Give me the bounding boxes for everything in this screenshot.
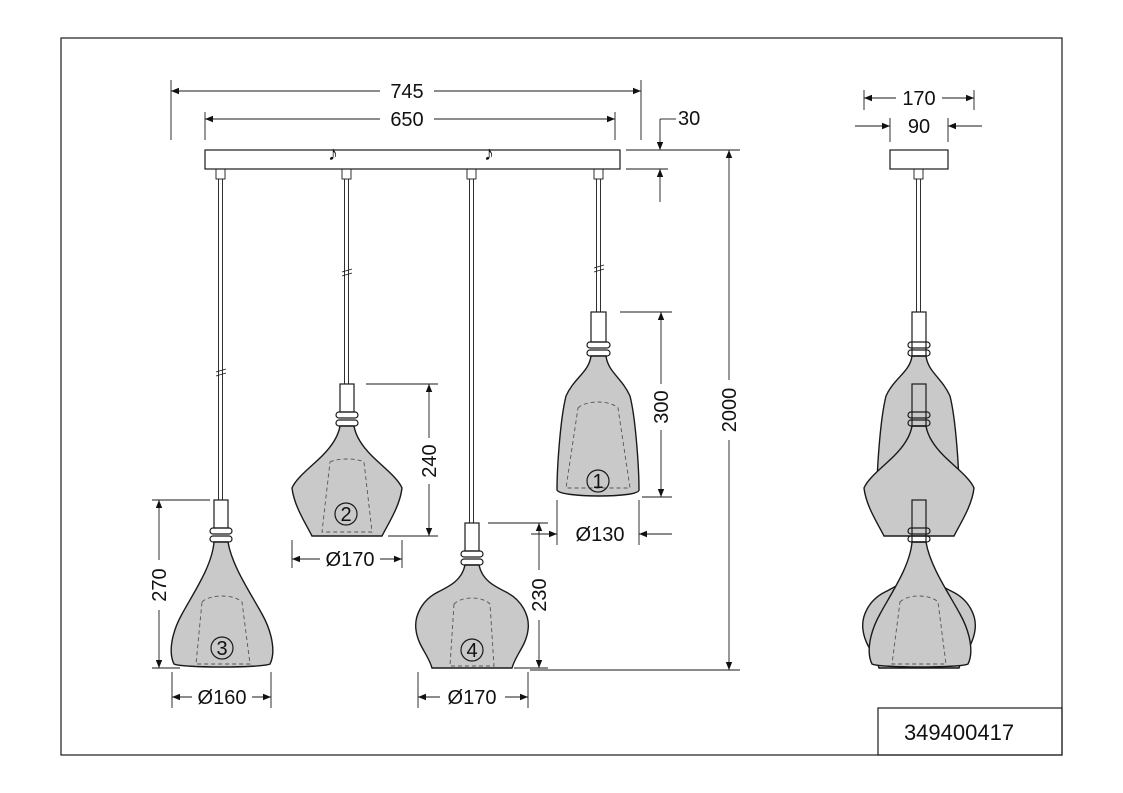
drawing-frame (60, 37, 1063, 756)
shade-4 (415, 522, 529, 669)
article-number: 349400417 (904, 720, 1014, 745)
side-view (855, 90, 982, 669)
dim-total-height: 2000 (719, 388, 741, 433)
dim-rod-width: 650 (390, 109, 423, 131)
dim-shade2-diameter: Ø170 (326, 549, 375, 571)
marker-shade-3: 3 (216, 638, 227, 660)
dim-total-width: 745 (390, 81, 423, 103)
svg-text:♪: ♪ (484, 143, 494, 165)
marker-shade-1: 1 (592, 471, 603, 493)
front-view: ♪ ♪ (152, 80, 740, 708)
dim-shade1-diameter: Ø130 (576, 524, 625, 546)
dim-side-canopy: 90 (908, 116, 930, 138)
suspension-clips (215, 168, 604, 180)
ceiling-rod (204, 149, 621, 170)
shade-2 (291, 383, 403, 537)
dim-shade4-height: 230 (529, 578, 551, 611)
shade-3 (170, 499, 274, 668)
dim-shade4-diameter: Ø170 (448, 687, 497, 709)
cables (215, 179, 605, 523)
side-canopy (889, 149, 949, 170)
dim-rod-height: 30 (678, 108, 700, 130)
dim-shade1-height: 300 (651, 390, 673, 423)
dim-side-width: 170 (902, 88, 935, 110)
marker-shade-2: 2 (340, 504, 351, 526)
dim-shade2-height: 240 (419, 444, 441, 477)
dim-shade3-diameter: Ø160 (198, 687, 247, 709)
shade-1 (556, 311, 640, 497)
marker-shade-4: 4 (466, 640, 477, 662)
dim-shade3-height: 270 (149, 568, 171, 601)
svg-text:♪: ♪ (328, 143, 338, 165)
article-number-box (877, 707, 1063, 756)
